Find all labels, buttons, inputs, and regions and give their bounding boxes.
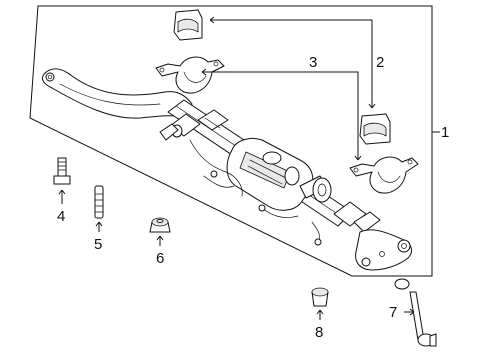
callout-3: 3 (309, 54, 317, 71)
nut (149, 217, 171, 233)
callout-2: 2 (376, 54, 384, 71)
stabilizer-link (394, 278, 437, 347)
leader-lines (58, 16, 440, 320)
callout-8: 8 (315, 324, 323, 341)
bracket-lower (349, 156, 419, 194)
bracket-upper (155, 56, 225, 94)
stabilizer-bar-assembly (41, 68, 412, 271)
callout-6: 6 (156, 250, 164, 267)
bushing-lower (359, 113, 391, 145)
callout-4: 4 (57, 208, 65, 225)
assembly-outline (29, 5, 433, 277)
bolt (53, 157, 71, 185)
callout-7: 7 (389, 304, 397, 321)
grommet (311, 287, 329, 307)
bushing-upper (173, 9, 203, 41)
stud (94, 185, 104, 219)
callout-1: 1 (441, 124, 449, 141)
callout-5: 5 (94, 236, 102, 253)
